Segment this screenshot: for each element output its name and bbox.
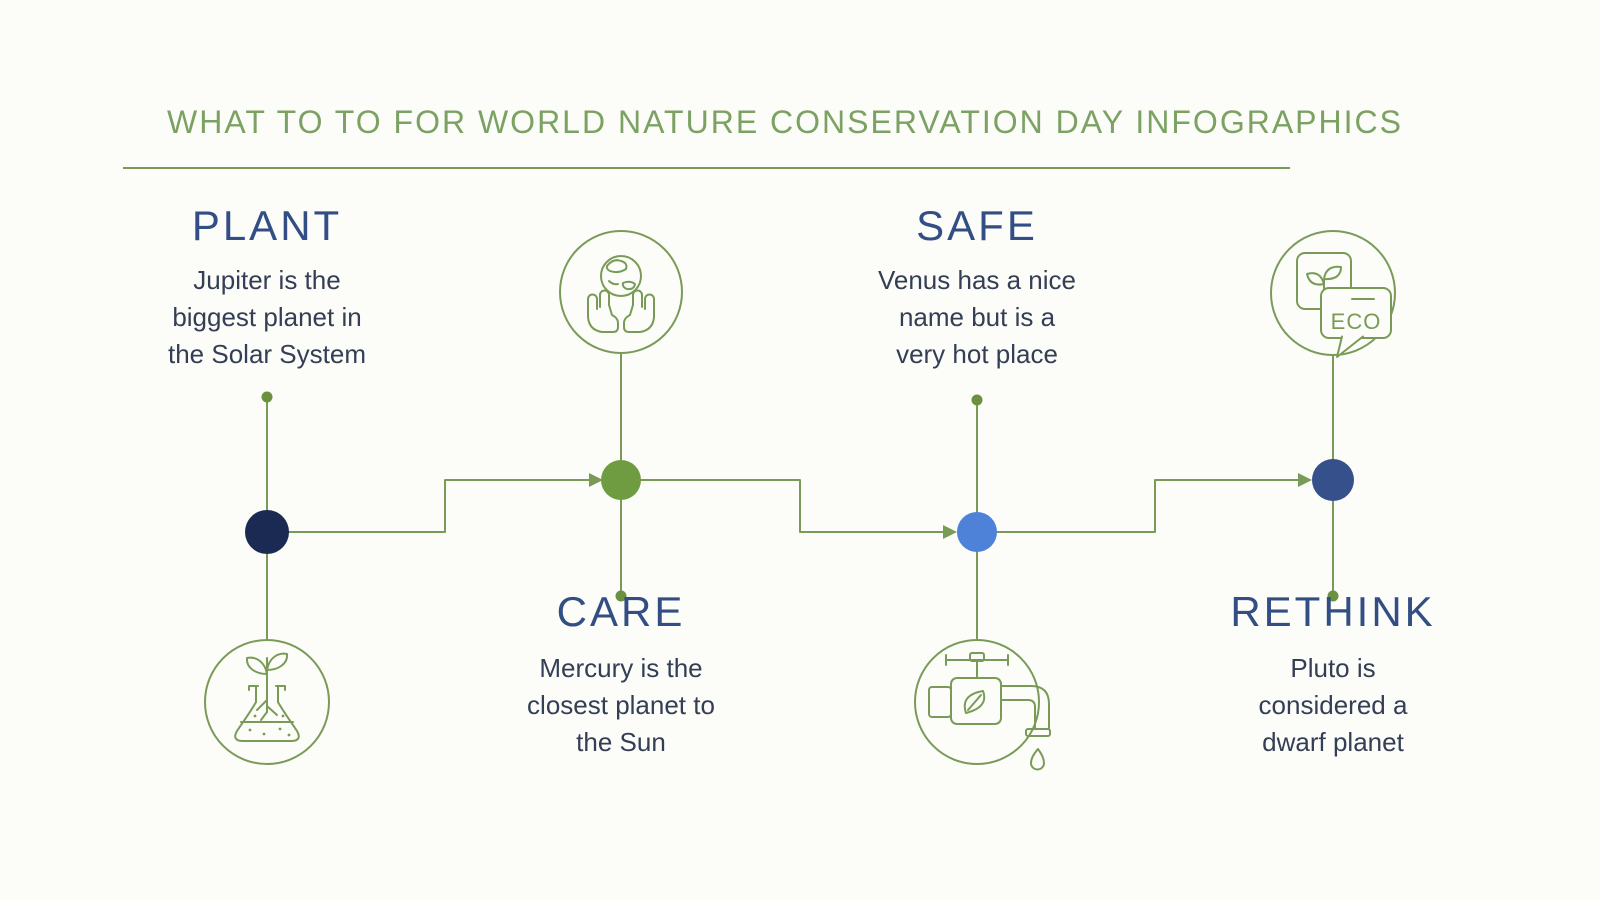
icon-circle (204, 639, 330, 765)
section-heading-care: CARE (556, 588, 686, 635)
arrow-icon (589, 473, 603, 487)
body-line: Venus has a nice (877, 265, 1077, 295)
timeline-segment-1 (266, 479, 591, 533)
node-dot-plant (245, 510, 289, 554)
body-line: Pluto is (1290, 653, 1376, 683)
body-line: considered a (1258, 690, 1408, 720)
section-heading-plant: PLANT (191, 202, 343, 249)
terminal-dots (261, 391, 1339, 602)
body-line: closest planet to (527, 690, 715, 720)
node-dot-rethink (1312, 459, 1354, 501)
title-divider (123, 167, 1290, 169)
section-body-care: Mercury is the closest planet to the Sun (456, 650, 786, 761)
section-body-rethink: Pluto is considered a dwarf planet (1168, 650, 1498, 761)
icon-rings (204, 230, 1396, 765)
body-line: the Solar System (168, 339, 366, 369)
icon-circle (914, 639, 1040, 765)
terminal-dot (261, 391, 273, 403)
eco-speech-icon: ECO (1296, 252, 1392, 358)
page-title: WHAT TO TO FOR WORLD NATURE CONSERVATION… (167, 104, 1403, 140)
node-dot-safe (957, 512, 997, 552)
body-line: very hot place (896, 339, 1058, 369)
water-tap-icon (928, 652, 1051, 771)
hand (587, 289, 619, 333)
timeline-nodes (245, 459, 1354, 554)
body-line: Mercury is the (539, 653, 703, 683)
flask-plant-icon (234, 652, 300, 742)
hands-globe-icon (587, 255, 655, 333)
eco-label: ECO (1331, 309, 1382, 334)
timeline-connector (266, 479, 1300, 533)
section-body-safe: Venus has a nice name but is a very hot … (812, 262, 1142, 373)
icon-circle (1270, 230, 1396, 356)
body-line: name but is a (898, 302, 1056, 332)
timeline-segment-3 (976, 479, 1300, 533)
globe (600, 255, 642, 297)
terminal-dot (1327, 590, 1339, 602)
icon-circle (559, 230, 683, 354)
section-heading-rethink: RETHINK (1230, 588, 1436, 635)
arrow-icon (1298, 473, 1312, 487)
body-line: Jupiter is the (193, 265, 341, 295)
body-line: the Sun (576, 727, 666, 757)
node-dot-care (601, 460, 641, 500)
timeline-arrows (589, 473, 1312, 539)
body-line: dwarf planet (1262, 727, 1404, 757)
body-line: biggest planet in (172, 302, 362, 332)
timeline-segment-2 (620, 479, 945, 533)
terminal-dot (971, 394, 983, 406)
section-heading-safe: SAFE (916, 202, 1038, 249)
water-drop (1030, 748, 1045, 771)
section-body-plant: Jupiter is the biggest planet in the Sol… (102, 262, 432, 373)
arrow-icon (943, 525, 957, 539)
terminal-dot (615, 590, 627, 602)
